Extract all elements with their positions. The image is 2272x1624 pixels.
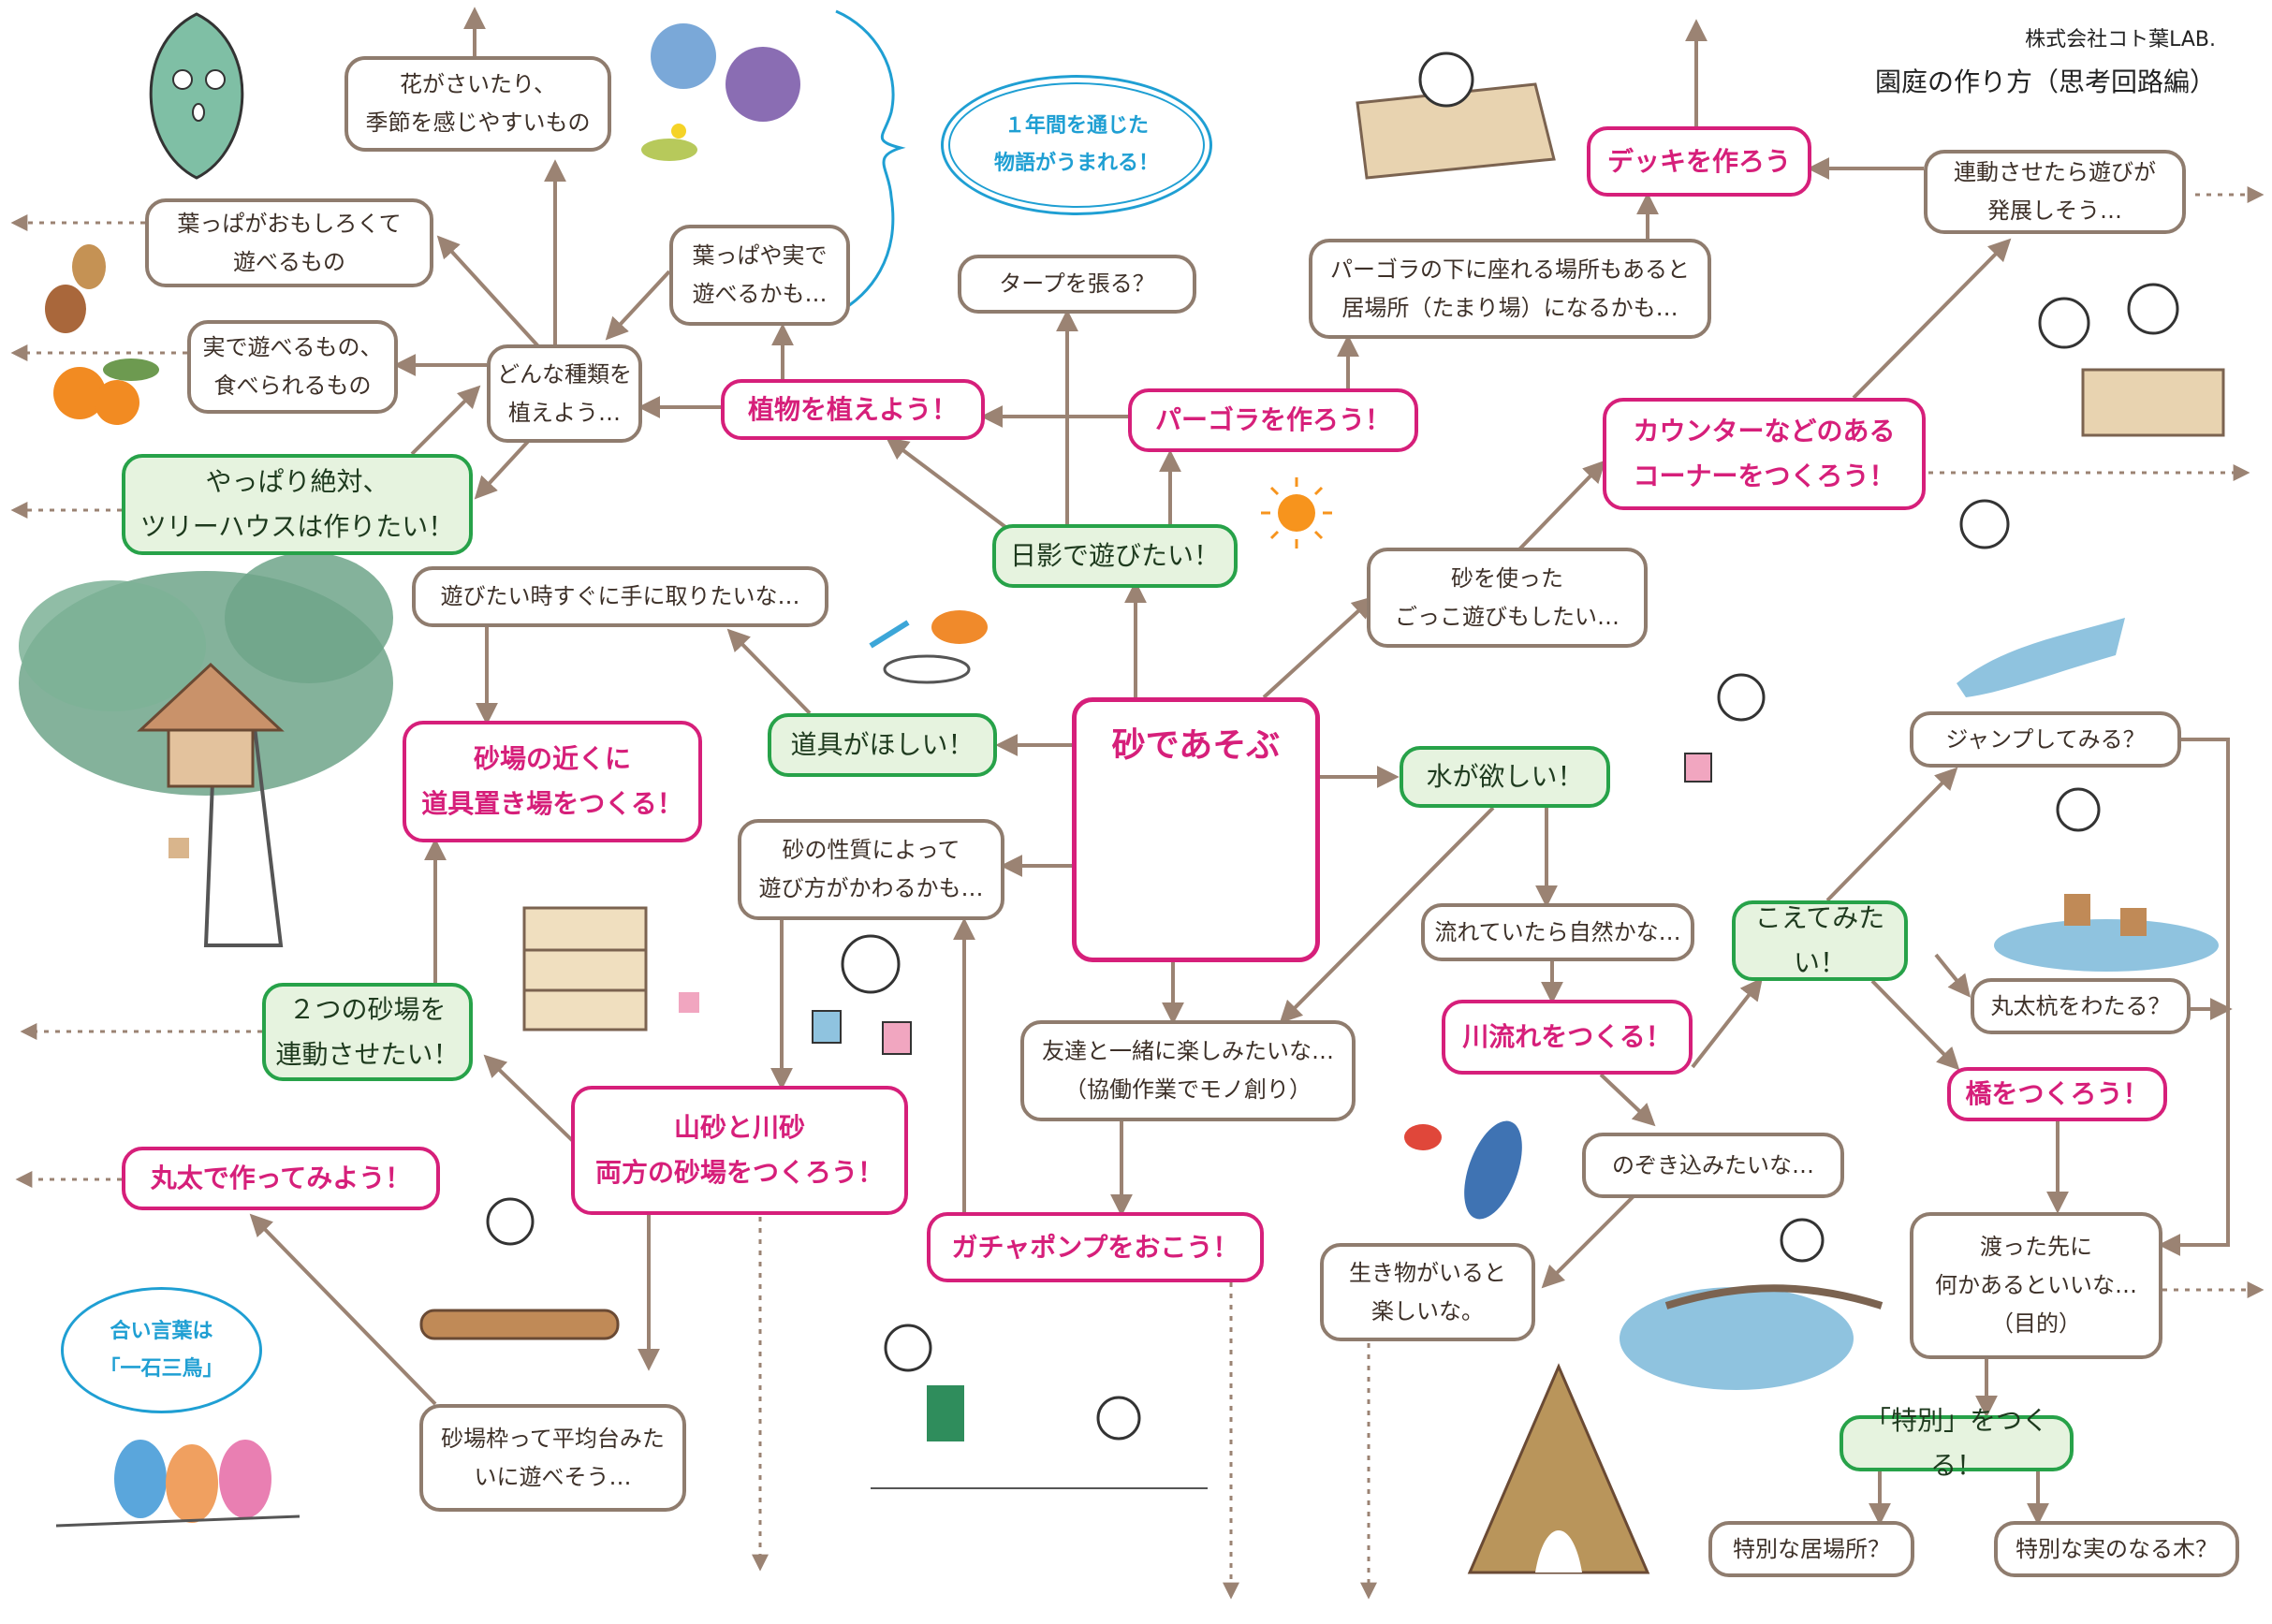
curly-brace xyxy=(835,9,906,315)
edge-river-cross xyxy=(1691,977,1763,1069)
tools-illustration xyxy=(869,610,988,684)
node-link-play[interactable]: 連動させたら遊びが 発展しそう… xyxy=(1924,150,2186,234)
node-friends[interactable]: 友達と一緒に楽しみたいな… （協働作業でモノ創り） xyxy=(1020,1020,1356,1121)
node-stakes[interactable]: 丸太杭をわたる？ xyxy=(1971,978,2191,1034)
node-which-plant[interactable]: どんな種類を 植えよう… xyxy=(487,344,642,443)
deck-illustration xyxy=(1356,51,1556,180)
treehouse-illustration xyxy=(19,552,393,947)
year-story-bubble: １年間を通じた 物語がうまれる！ xyxy=(941,75,1212,215)
edge-leaffruit-which xyxy=(605,270,671,341)
node-center-sand-play[interactable]: 砂であそぶ xyxy=(1072,697,1320,962)
header: 株式会社コト葉LAB. 園庭の作り方（思考回路編） xyxy=(1875,22,2216,99)
node-river[interactable]: 川流れをつくる！ xyxy=(1442,1000,1693,1075)
node-special[interactable]: 「特別」をつくる！ xyxy=(1840,1405,2074,1481)
orange-illustration xyxy=(53,358,159,425)
diagram-title: 園庭の作り方（思考回路編） xyxy=(1874,66,2216,97)
illustrations xyxy=(19,12,2225,1574)
node-log[interactable]: 丸太で作ってみよう！ xyxy=(122,1147,440,1210)
node-tool-place[interactable]: 砂場の近くに 道具置き場をつくる！ xyxy=(403,721,702,842)
teepee-illustration xyxy=(1467,1363,1650,1574)
leaf-illustration xyxy=(149,12,244,180)
node-leaf-fruit[interactable]: 葉っぱや実で 遊べるかも… xyxy=(669,225,850,326)
edge-cross-jump xyxy=(1825,767,1958,902)
motto-bubble: 合い言葉は 「一石三鳥」 xyxy=(61,1287,262,1413)
pond-illustration xyxy=(1620,1218,1884,1390)
sun-illustration xyxy=(1261,477,1332,549)
counter-illustration xyxy=(2038,283,2225,437)
acorn-illustration xyxy=(45,244,106,333)
center-label: 砂であそぶ xyxy=(1111,726,1281,765)
edge-river-peek xyxy=(1599,1073,1656,1127)
creatures-illustration xyxy=(1404,1120,1522,1220)
node-deck[interactable]: デッキを作ろう xyxy=(1587,126,1811,197)
node-tool-reach[interactable]: 遊びたい時すぐに手に取りたいな… xyxy=(412,566,828,627)
stakes-illustration xyxy=(1994,787,2219,972)
birds-illustration xyxy=(55,1440,300,1528)
tool-shelf-illustration xyxy=(522,906,699,1031)
edge-water-friends xyxy=(1279,806,1495,1024)
pump-illustration xyxy=(871,1324,1208,1489)
node-leaf-play[interactable]: 葉っぱがおもしろくて 遊べるもの xyxy=(145,198,433,287)
company-name: 株式会社コト葉LAB. xyxy=(2025,28,2216,51)
edge-cross-bridge xyxy=(1870,979,1960,1071)
edge-peek-creatures xyxy=(1541,1194,1635,1289)
node-pergola-seat[interactable]: パーゴラの下に座れる場所もあると 居場所（たまり場）になるかも… xyxy=(1309,239,1711,339)
node-tool-want[interactable]: 道具がほしい！ xyxy=(768,713,997,777)
node-shade[interactable]: 日影で遊びたい！ xyxy=(992,524,1238,588)
edge-center-pretend xyxy=(1262,595,1375,699)
node-pergola[interactable]: パーゴラを作ろう！ xyxy=(1128,388,1418,452)
hydrangea-illustration xyxy=(641,23,800,161)
node-sand-nature[interactable]: 砂の性質によって 遊び方がかわるかも… xyxy=(738,819,1004,920)
edge-balance-log xyxy=(249,1213,437,1406)
node-yama-kawa[interactable]: 山砂と川砂 両方の砂場をつくろう！ xyxy=(571,1086,908,1215)
node-plant[interactable]: 植物を植えよう！ xyxy=(721,379,985,440)
node-fruit-eat[interactable]: 実で遊べるもの、 食べられるもの xyxy=(187,320,398,414)
edge-which-leafplay xyxy=(436,235,540,348)
edge-jump-purpose xyxy=(2158,738,2230,1256)
bucket-kid-illustration xyxy=(1684,673,1766,783)
node-jump[interactable]: ジャンプしてみる？ xyxy=(1910,711,2181,768)
edge-tool-reach xyxy=(726,628,812,715)
log-kid-illustration xyxy=(419,1197,620,1340)
node-special-place[interactable]: 特別な居場所？ xyxy=(1708,1521,1914,1577)
node-flowing[interactable]: 流れていたら自然かな… xyxy=(1421,903,1694,961)
node-pretend[interactable]: 砂を使った ごっこ遊びもしたい… xyxy=(1367,548,1648,648)
bucket-pair-illustration xyxy=(812,934,912,1055)
jump-illustration xyxy=(1957,499,2125,697)
node-balance[interactable]: 砂場枠って平均台みた いに遊べそう… xyxy=(419,1404,686,1512)
node-bridge[interactable]: 橋をつくろう！ xyxy=(1947,1067,2167,1121)
node-peek[interactable]: のぞき込みたいな… xyxy=(1582,1133,1844,1198)
node-two-sandbox[interactable]: ２つの砂場を 連動させたい！ xyxy=(262,983,473,1081)
node-tarp[interactable]: タープを張る？ xyxy=(958,255,1196,314)
edge-yama-two xyxy=(483,1054,576,1144)
edge-cross-stakes xyxy=(1934,953,1972,998)
node-counter[interactable]: カウンターなどのある コーナーをつくろう！ xyxy=(1603,398,1926,510)
node-water-want[interactable]: 水が欲しい！ xyxy=(1400,746,1610,808)
node-purpose[interactable]: 渡った先に 何かあるといいな… （目的） xyxy=(1910,1212,2162,1359)
node-creatures[interactable]: 生き物がいると 楽しいな。 xyxy=(1320,1243,1535,1341)
edge-which-tree xyxy=(474,432,537,500)
node-special-tree[interactable]: 特別な実のなる木？ xyxy=(1994,1521,2239,1577)
node-cross[interactable]: こえてみたい！ xyxy=(1732,900,1908,981)
node-treehouse[interactable]: やっぱり絶対、 ツリーハウスは作りたい！ xyxy=(122,454,473,555)
edge-tree-which xyxy=(410,385,481,456)
edge-pretend-counter xyxy=(1515,460,1606,554)
node-pump[interactable]: ガチャポンプをおこう！ xyxy=(927,1212,1264,1282)
node-flower[interactable]: 花がさいたり、 季節を感じやすいもの xyxy=(344,56,611,152)
edge-counter-link xyxy=(1852,238,2012,400)
